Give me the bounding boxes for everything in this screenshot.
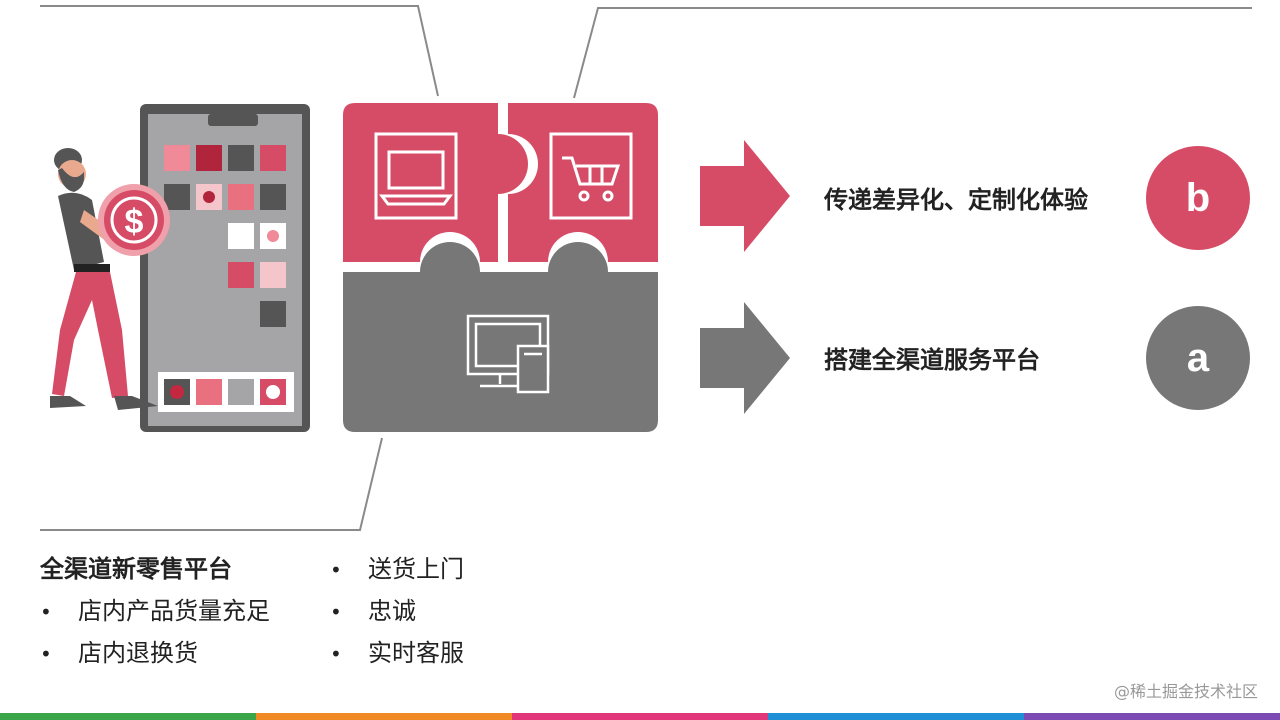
list-item: • 店内产品货量充足 <box>40 590 270 632</box>
app-tile <box>260 262 286 288</box>
list-item: • 店内退换货 <box>40 632 270 674</box>
list-item: • 实时客服 <box>330 632 464 674</box>
platform-list-left: 全渠道新零售平台 • 店内产品货量充足 • 店内退换货 <box>40 548 270 674</box>
list-item-text: 实时客服 <box>368 639 464 667</box>
phone-illustration <box>140 104 310 432</box>
puzzle-piece-bottom <box>343 242 658 432</box>
app-tile <box>228 262 254 288</box>
connector-line-bottom <box>40 437 383 531</box>
app-tile <box>260 301 286 327</box>
bar-segment <box>256 713 512 720</box>
bottom-color-bar <box>0 713 1280 720</box>
shopping-cart-icon <box>549 132 633 220</box>
list-item: • 忠诚 <box>330 590 464 632</box>
platform-title: 全渠道新零售平台 <box>40 555 232 583</box>
connector-line-top-left <box>40 5 439 97</box>
bar-segment <box>512 713 768 720</box>
connector-line-top-right <box>573 7 1252 99</box>
list-item: • 送货上门 <box>330 548 464 590</box>
list-item-text: 送货上门 <box>368 555 464 583</box>
platform-list-right: • 送货上门 • 忠诚 • 实时客服 <box>330 548 464 674</box>
watermark: @稀土掘金技术社区 <box>1113 682 1258 701</box>
monitor-phone-icon <box>466 314 550 394</box>
list-item-text: 忠诚 <box>368 597 416 625</box>
shopper-illustration: $ <box>50 148 170 410</box>
app-tile <box>228 223 254 249</box>
arrow-pink <box>700 140 790 252</box>
bullet: • <box>40 642 52 666</box>
app-tile-dot <box>267 230 279 242</box>
puzzle <box>343 103 658 432</box>
app-tile <box>260 145 286 171</box>
app-tile <box>196 145 222 171</box>
laptop-icon <box>374 132 458 220</box>
badge-a: a <box>1146 306 1250 410</box>
bar-segment <box>768 713 1024 720</box>
app-tile <box>260 184 286 210</box>
list-item-text: 店内退换货 <box>78 639 198 667</box>
dollar-coin-icon: $ <box>125 203 144 241</box>
list-item-text: 店内产品货量充足 <box>78 597 270 625</box>
bullet: • <box>330 642 342 666</box>
bar-segment <box>0 713 256 720</box>
app-tile <box>228 145 254 171</box>
app-tile <box>164 184 190 210</box>
app-tile <box>228 184 254 210</box>
puzzle-piece-top-left <box>343 103 528 262</box>
bar-segment <box>1024 713 1280 720</box>
badge-b: b <box>1146 146 1250 250</box>
bullet: • <box>330 558 342 582</box>
app-tile-dot <box>203 191 215 203</box>
arrow-gray <box>700 302 790 414</box>
item-a-text: 搭建全渠道服务平台 <box>824 346 1040 374</box>
bullet: • <box>40 600 52 624</box>
bullet: • <box>330 600 342 624</box>
item-b-text: 传递差异化、定制化体验 <box>824 186 1088 214</box>
app-tile <box>164 145 190 171</box>
